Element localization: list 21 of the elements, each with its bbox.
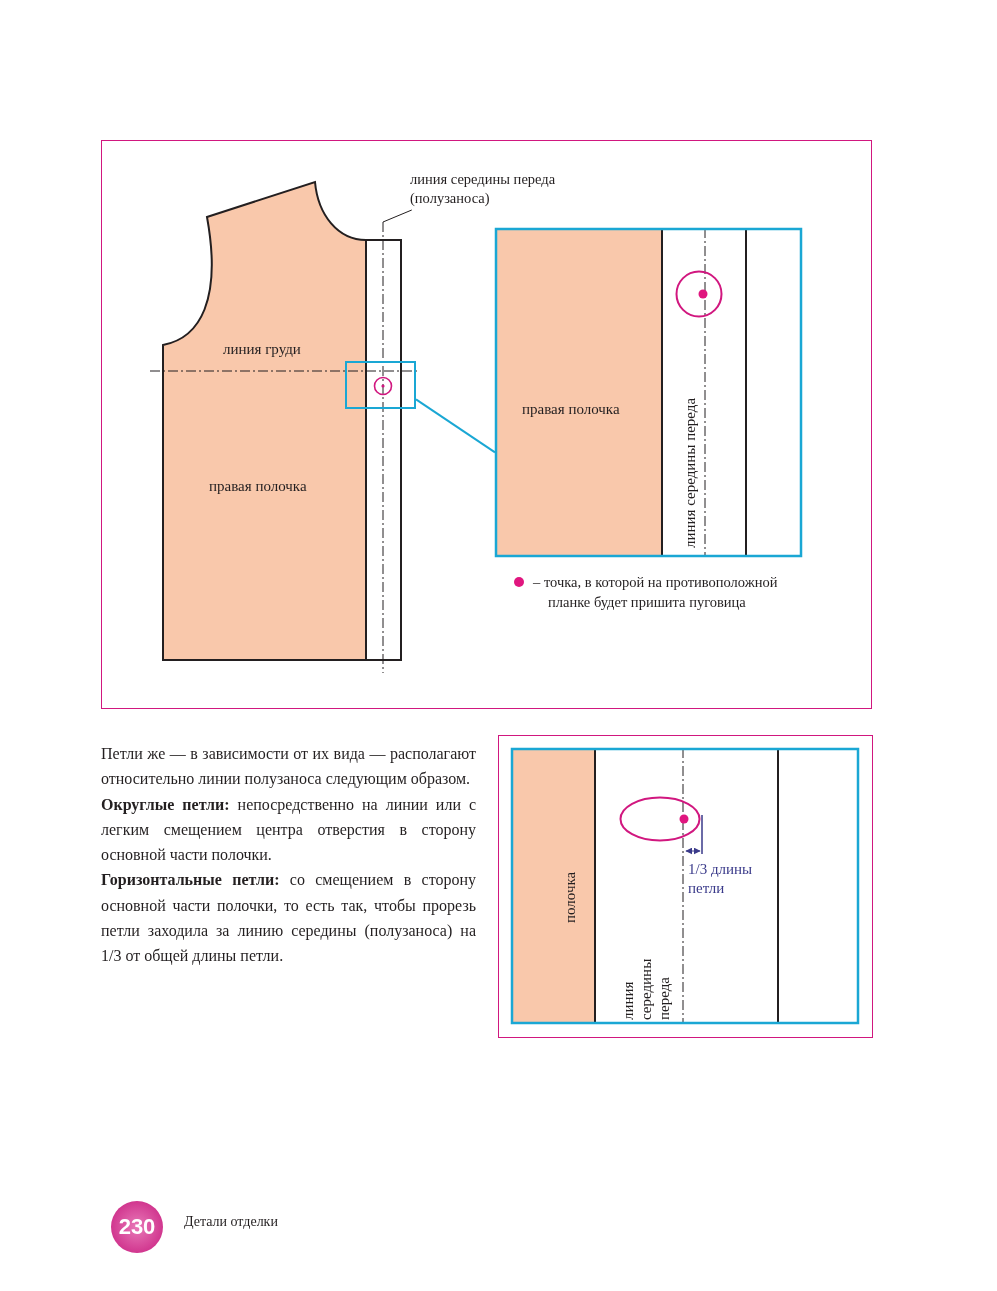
center-front-line: [380, 222, 386, 673]
part-label: правая полочка: [522, 400, 620, 419]
enlarged-view-panel: [495, 228, 802, 557]
page-number-badge: 230: [111, 1201, 163, 1253]
callout-text: линия середины переда (полузаноса): [410, 170, 585, 210]
zoom-frame: [345, 361, 416, 409]
dimension-label: 1/3 длины петли: [688, 860, 754, 898]
part-label: линия середины переда: [619, 957, 673, 1020]
bodice-pattern-piece: [162, 181, 402, 661]
part-label: линия груди: [223, 340, 301, 359]
buttonhole-placement-panel: [511, 748, 859, 1024]
part-label: полочка: [561, 870, 579, 923]
connector-line: [415, 398, 496, 454]
connector-line: [382, 209, 413, 223]
body-paragraph: Горизонтальные петли: со смещением в сторону основной части полочки, то есть так, чтобы прорезь петли заходила за линию середины (полузаноса) на 1/3 от общей длины петли.: [101, 870, 476, 967]
body-paragraph: Петли же — в зависимости от их вида — располагают относительно линии полузаноса следующим образом.: [101, 744, 476, 790]
legend-text: – точка, в которой на противоположной планке будет пришита пуговица: [533, 573, 779, 612]
body-paragraph: Округлые петли: непосредственно на линии или с легким смещением центра отверстия в сторону основной части полочки.: [101, 794, 476, 866]
part-label: линия середины переда: [681, 396, 699, 548]
running-footer: Детали отделки: [184, 1214, 278, 1230]
part-label: правая полочка: [209, 477, 307, 496]
